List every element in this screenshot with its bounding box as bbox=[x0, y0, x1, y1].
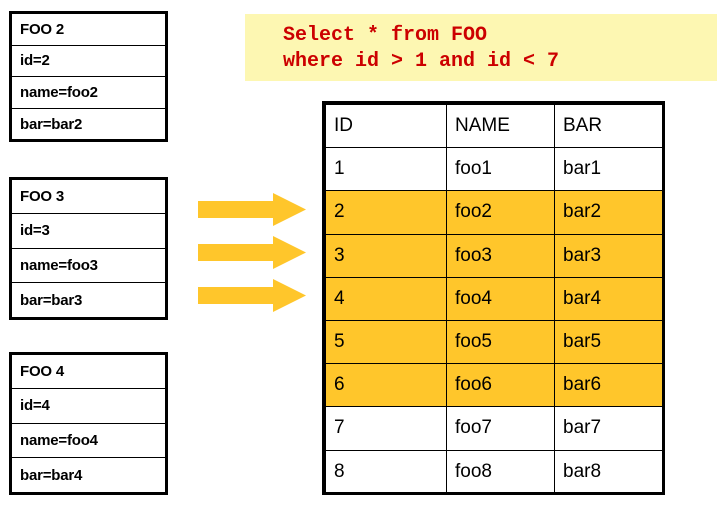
cell-id: 5 bbox=[325, 319, 447, 365]
cell-bar: bar3 bbox=[554, 233, 663, 278]
record-field-id: id=4 bbox=[12, 389, 165, 424]
cell-id: 8 bbox=[325, 449, 447, 494]
cell-bar: bar2 bbox=[554, 190, 663, 235]
cell-bar: bar4 bbox=[554, 276, 663, 321]
flow-arrow-right-icon bbox=[198, 236, 306, 269]
cell-id: 2 bbox=[325, 190, 447, 235]
record-box-foo4: FOO 4 id=4 name=foo4 bar=bar4 bbox=[9, 352, 168, 495]
column-header-id: ID bbox=[325, 103, 447, 149]
table-row: 4 foo4 bar4 bbox=[325, 276, 663, 321]
record-box-foo2: FOO 2 id=2 name=foo2 bar=bar2 bbox=[9, 11, 168, 142]
cell-id: 4 bbox=[325, 276, 447, 321]
table-row: 7 foo7 bar7 bbox=[325, 406, 663, 451]
cell-bar: bar8 bbox=[554, 449, 663, 494]
cell-bar: bar7 bbox=[554, 406, 663, 451]
sql-query-box: Select * from FOO where id > 1 and id < … bbox=[245, 14, 717, 81]
record-field-id: id=3 bbox=[12, 214, 165, 249]
cell-name: foo2 bbox=[446, 190, 555, 235]
sql-query-line-1: Select * from FOO bbox=[283, 24, 488, 47]
cell-bar: bar1 bbox=[554, 147, 663, 192]
record-title: FOO 2 bbox=[12, 14, 165, 46]
table-row: 3 foo3 bar3 bbox=[325, 233, 663, 278]
record-box-foo3: FOO 3 id=3 name=foo3 bar=bar3 bbox=[9, 177, 168, 320]
cell-name: foo8 bbox=[446, 449, 555, 494]
result-table: ID NAME BAR 1 foo1 bar1 2 foo2 bar2 3 fo… bbox=[322, 101, 665, 495]
cell-bar: bar5 bbox=[554, 319, 663, 365]
cell-id: 3 bbox=[325, 233, 447, 278]
cell-name: foo6 bbox=[446, 363, 555, 408]
table-row: 2 foo2 bar2 bbox=[325, 190, 663, 235]
record-field-bar: bar=bar3 bbox=[20, 291, 83, 309]
cell-id: 6 bbox=[325, 363, 447, 408]
record-field-id: id=2 bbox=[12, 46, 165, 77]
cell-id: 1 bbox=[325, 147, 447, 192]
cell-bar: bar6 bbox=[554, 363, 663, 408]
table-row: 8 foo8 bar8 bbox=[325, 449, 663, 494]
column-header-bar: BAR bbox=[554, 103, 663, 149]
record-field-name: name=foo4 bbox=[12, 424, 165, 458]
table-row: 5 foo5 bar5 bbox=[325, 319, 663, 365]
cell-name: foo7 bbox=[446, 406, 555, 451]
flow-arrow-right-icon bbox=[198, 279, 306, 312]
record-field-name: name=foo2 bbox=[12, 77, 165, 109]
cell-id: 7 bbox=[325, 406, 447, 451]
table-row: 1 foo1 bar1 bbox=[325, 147, 663, 192]
column-header-name: NAME bbox=[446, 103, 555, 149]
sql-query-line-2: where id > 1 and id < 7 bbox=[283, 50, 560, 73]
cell-name: foo3 bbox=[446, 233, 555, 278]
table-header-row: ID NAME BAR bbox=[325, 103, 663, 149]
table-row: 6 foo6 bar6 bbox=[325, 363, 663, 408]
record-field-bar: bar=bar4 bbox=[20, 466, 83, 484]
cell-name: foo1 bbox=[446, 147, 555, 192]
record-title: FOO 4 bbox=[12, 355, 165, 390]
cell-name: foo5 bbox=[446, 319, 555, 365]
record-title: FOO 3 bbox=[12, 180, 165, 215]
record-field-bar: bar=bar2 bbox=[20, 115, 83, 133]
cell-name: foo4 bbox=[446, 276, 555, 321]
flow-arrow-right-icon bbox=[198, 193, 306, 226]
record-field-name: name=foo3 bbox=[12, 249, 165, 283]
